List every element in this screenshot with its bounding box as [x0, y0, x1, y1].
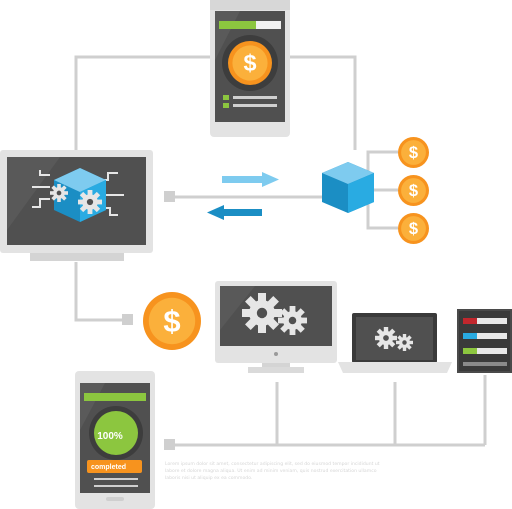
dollar-coin-icon: [143, 292, 201, 350]
completed-status-label: completed: [91, 464, 126, 471]
connector-node: [164, 191, 175, 202]
cube-icon: [322, 162, 374, 213]
dollar-coin-icon: [398, 213, 429, 244]
gear-icon: [396, 334, 413, 351]
progress-bar-fill: [219, 21, 256, 29]
progress-percent-label: 100%: [97, 431, 123, 442]
gear-icon: [375, 327, 397, 349]
progress-bar-fill: [84, 393, 146, 401]
gear-icon: [242, 293, 282, 333]
gear-icon: [278, 306, 307, 335]
gear-icon: [78, 190, 102, 214]
main-monitor: [0, 150, 153, 261]
arrow-right-icon: [222, 172, 279, 187]
laptop: [338, 313, 452, 373]
dollar-coin-icon: [398, 175, 429, 206]
connector-node: [164, 439, 175, 450]
connector-node: [122, 314, 133, 325]
dollar-coin-icon: [228, 41, 272, 85]
checkbox-icon: [223, 95, 229, 100]
server-rack-icon: [457, 309, 512, 373]
gear-icon: [50, 184, 68, 202]
completed-status-bar: [87, 460, 142, 473]
desktop-monitor: [215, 281, 337, 373]
caption-text: Lorem ipsum dolor sit amet, consectetur …: [165, 462, 380, 481]
dollar-coin-icon: [398, 137, 429, 168]
bottom-phone: 100% completed: [75, 371, 155, 509]
arrow-left-icon: [207, 205, 262, 220]
top-phone: [210, 0, 290, 137]
checkbox-icon: [223, 103, 229, 108]
